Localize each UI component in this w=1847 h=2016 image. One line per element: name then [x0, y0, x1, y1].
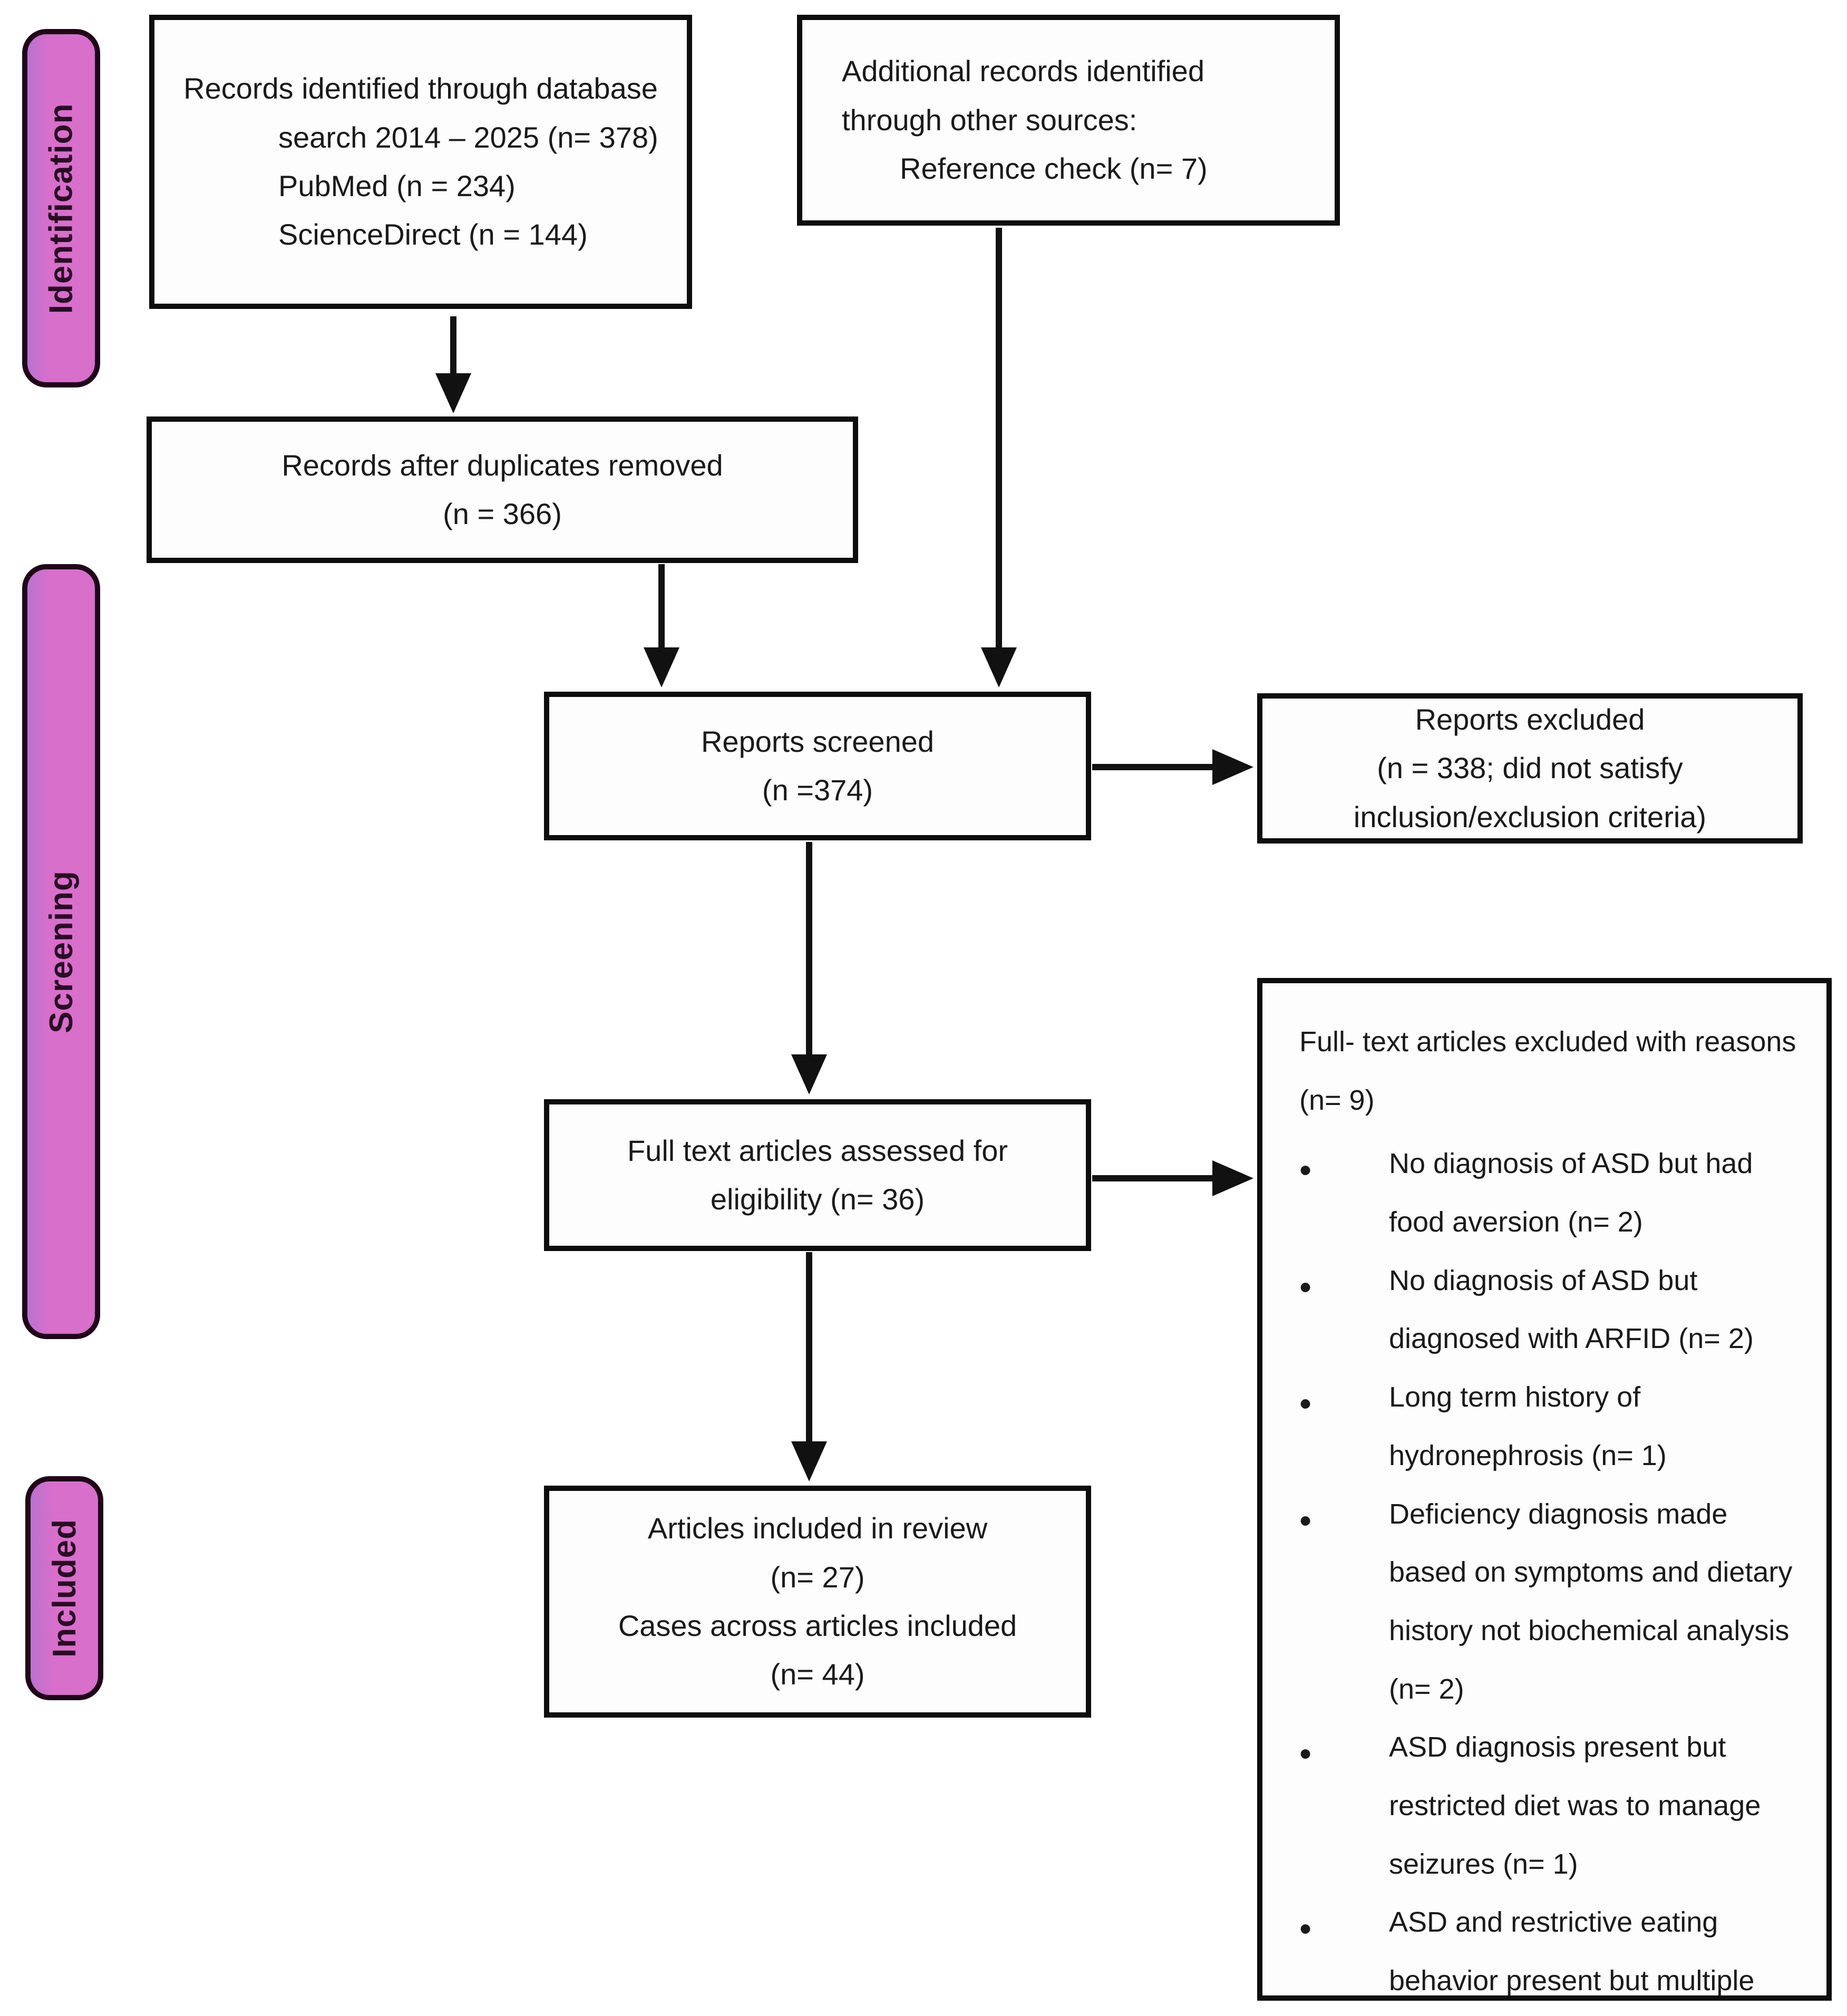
box-reports-screened-line: Reports screened	[701, 724, 934, 758]
box-articles-included: Articles included in review (n= 27) Case…	[544, 1486, 1091, 1718]
arrow-screened-to-excluded-icon	[1092, 764, 1213, 770]
box-full-text-assessed-line: Full text articles assessed for	[627, 1133, 1008, 1167]
box-articles-included-line: Cases across articles included	[618, 1609, 1017, 1642]
stage-tab-included: Included	[25, 1476, 103, 1700]
stage-label-screening: Screening	[43, 870, 80, 1033]
box-reports-screened: Reports screened (n =374)	[544, 692, 1091, 840]
box-records-identified-line: PubMed (n = 234)	[278, 169, 516, 202]
box-articles-included-line: (n= 44)	[770, 1658, 865, 1691]
arrow-fulltext-to-reasons-icon	[1092, 1175, 1213, 1181]
box-reports-screened-line: (n =374)	[762, 773, 873, 807]
box-reports-excluded-line: inclusion/exclusion criteria)	[1353, 800, 1707, 833]
arrow-identified-to-duplicates-icon	[450, 316, 456, 374]
stage-tab-screening: Screening	[22, 564, 100, 1339]
box-articles-included-line: Articles included in review	[647, 1511, 988, 1545]
box-additional-records: Additional records identified through ot…	[797, 15, 1340, 226]
box-duplicates-removed-line: Records after duplicates removed	[281, 448, 723, 482]
arrow-fulltext-to-included-icon	[806, 1252, 812, 1442]
box-records-identified-line: ScienceDirect (n = 144)	[278, 218, 588, 251]
stage-label-included: Included	[46, 1519, 83, 1658]
box-full-text-assessed-line: eligibility (n= 36)	[710, 1183, 925, 1216]
exclusion-reason-item: Long term history of hydronephrosis (n= …	[1299, 1368, 1811, 1485]
exclusion-reason-item: ASD and restrictive eating behavior pres…	[1299, 1893, 1811, 2016]
arrow-screened-to-fulltext-icon	[806, 842, 812, 1055]
exclusion-reason-item: ASD diagnosis present but restricted die…	[1299, 1718, 1811, 1893]
exclusion-reason-item: No diagnosis of ASD but diagnosed with A…	[1299, 1252, 1811, 1368]
box-additional-records-line: Additional records identified	[842, 54, 1204, 88]
box-full-text-excluded: Full- text articles excluded with reason…	[1257, 978, 1832, 2001]
arrow-additional-to-screened-icon	[996, 228, 1002, 648]
stage-label-identification: Identification	[43, 103, 80, 314]
box-records-identified: Records identified through database sear…	[149, 15, 692, 309]
box-duplicates-removed: Records after duplicates removed (n = 36…	[147, 416, 858, 563]
box-articles-included-line: (n= 27)	[770, 1560, 865, 1594]
box-additional-records-line: through other sources:	[842, 103, 1138, 137]
box-duplicates-removed-line: (n = 366)	[443, 497, 562, 530]
box-additional-records-line: Reference check (n= 7)	[900, 152, 1208, 186]
box-records-identified-line: Records identified through database	[183, 72, 658, 105]
box-full-text-excluded-heading: Full- text articles excluded with reason…	[1299, 1026, 1796, 1116]
box-reports-excluded-line: (n = 338; did not satisfy	[1377, 751, 1683, 785]
exclusion-reason-list: No diagnosis of ASD but had food aversio…	[1299, 1135, 1811, 2016]
box-reports-excluded: Reports excluded (n = 338; did not satis…	[1257, 693, 1803, 844]
exclusion-reason-item: Deficiency diagnosis made based on sympt…	[1299, 1485, 1811, 1719]
arrow-duplicates-to-screened-icon	[658, 564, 665, 648]
box-records-identified-line: search 2014 – 2025 (n= 378)	[278, 120, 658, 154]
box-reports-excluded-line: Reports excluded	[1415, 702, 1645, 736]
box-full-text-assessed: Full text articles assessed for eligibil…	[544, 1099, 1091, 1251]
stage-tab-identification: Identification	[22, 29, 100, 387]
exclusion-reason-item: No diagnosis of ASD but had food aversio…	[1299, 1135, 1811, 1251]
